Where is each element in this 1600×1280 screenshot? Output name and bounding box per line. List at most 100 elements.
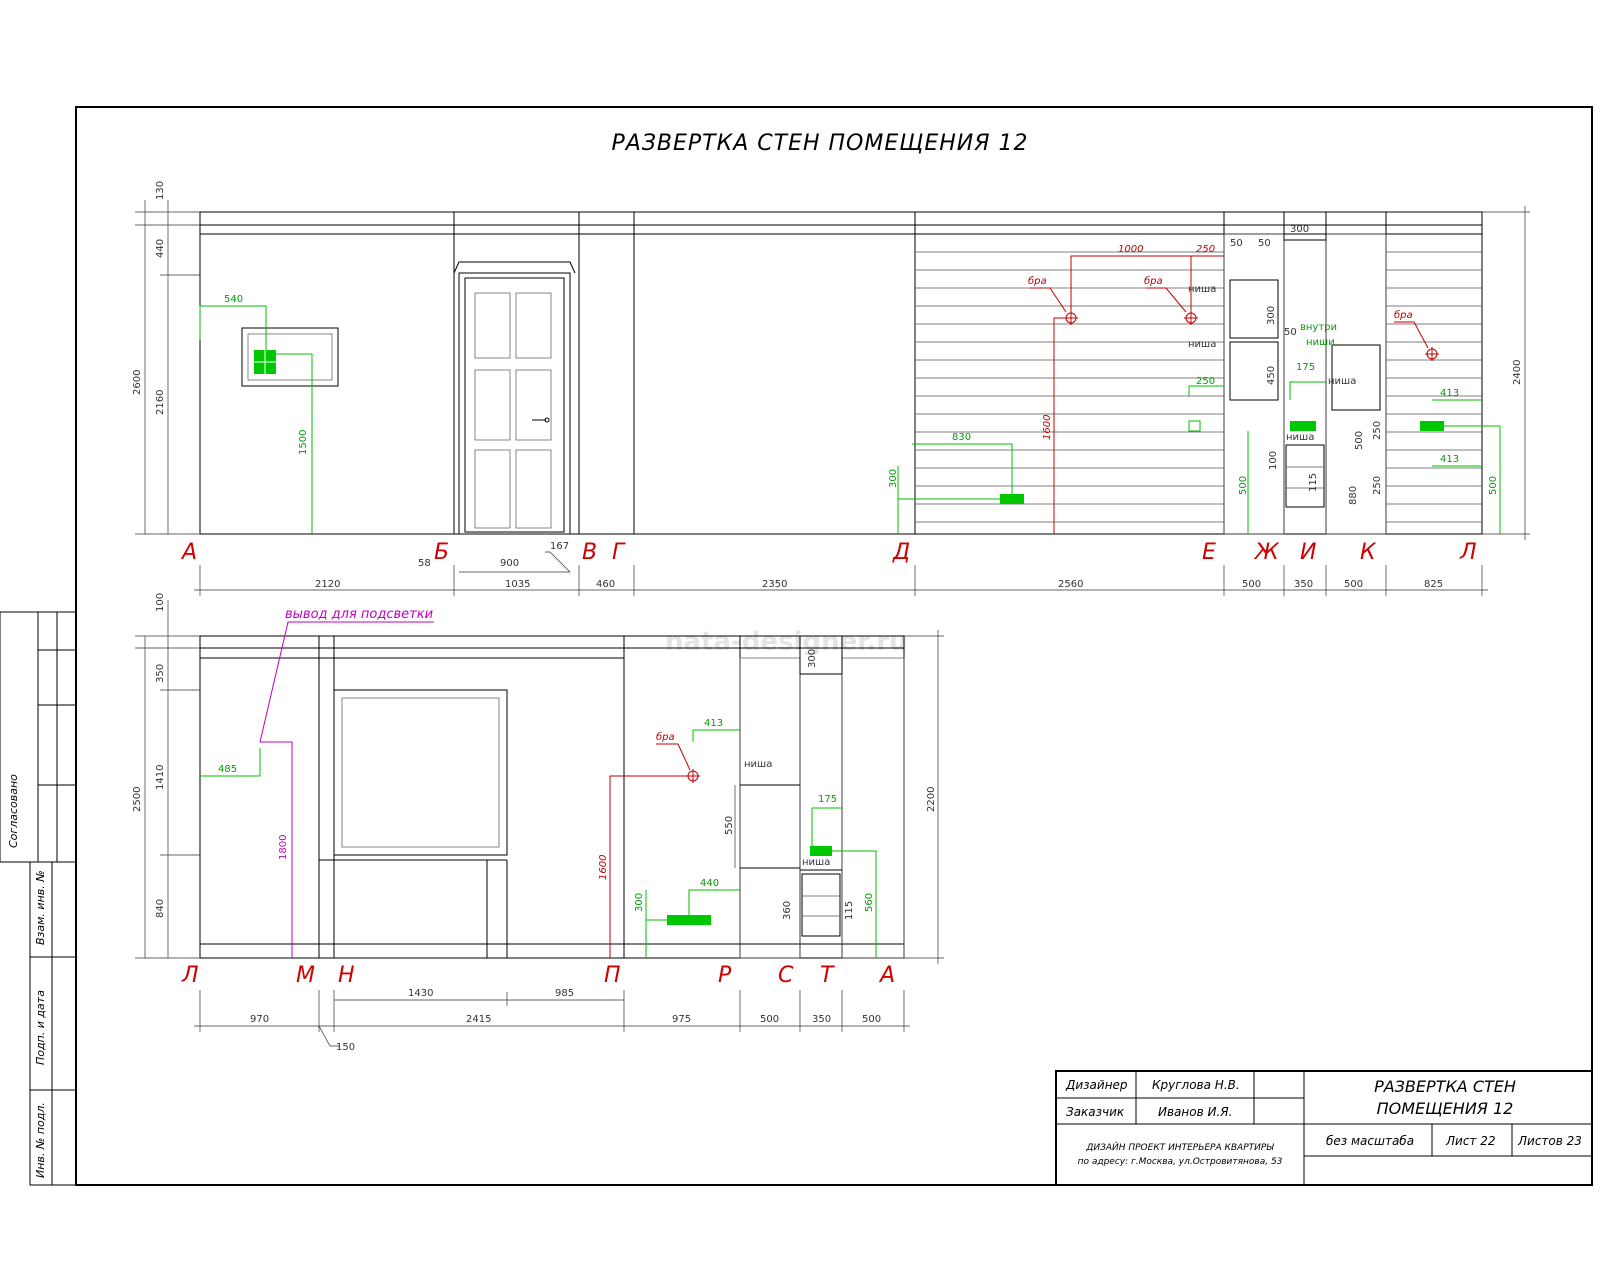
axis-label: М [296, 963, 315, 988]
svg-text:1500: 1500 [298, 430, 309, 455]
lighting-outlet-label: вывод для подсветки [285, 607, 433, 622]
lower-elevation: вывод для подсветки 1800 485 413 175 440… [132, 593, 944, 1053]
axis-label: Е [1202, 540, 1216, 565]
axis-label: Л [181, 963, 199, 988]
svg-text:300: 300 [1266, 306, 1277, 325]
svg-text:2160: 2160 [155, 390, 166, 415]
svg-text:ниши: ниши [1306, 337, 1335, 348]
axis-label: С [778, 963, 794, 988]
svg-text:2120: 2120 [315, 579, 340, 590]
inside-niche-label: внутри [1300, 322, 1337, 333]
svg-text:2600: 2600 [132, 370, 143, 395]
svg-text:175: 175 [818, 794, 837, 805]
stone-column [1325, 233, 1387, 535]
project-line-1: ДИЗАЙН ПРОЕКТ ИНТЕРЬЕРА КВАРТИРЫ [1085, 1141, 1274, 1153]
axis-label: В [582, 540, 597, 565]
svg-text:175: 175 [1296, 362, 1315, 373]
picture-frame [241, 327, 339, 387]
svg-text:150: 150 [336, 1042, 355, 1053]
svg-text:500: 500 [1344, 579, 1363, 590]
svg-text:ниша: ниша [1286, 432, 1314, 443]
svg-text:460: 460 [596, 579, 615, 590]
svg-text:550: 550 [724, 816, 735, 835]
svg-text:500: 500 [1242, 579, 1261, 590]
svg-text:300: 300 [634, 893, 645, 912]
mirror-frame [333, 689, 508, 856]
svg-text:500: 500 [1488, 476, 1499, 495]
svg-text:1430: 1430 [408, 988, 433, 999]
project-line-2: по адресу: г.Москва, ул.Островитянова, 5… [1078, 1157, 1283, 1167]
block-title-1: РАЗВЕРТКА СТЕН [1374, 1077, 1516, 1096]
wall-light-outlets: бра бра бра 1000 250 1600 [1028, 244, 1439, 534]
svg-text:2560: 2560 [1058, 579, 1083, 590]
niche [1229, 341, 1279, 401]
green-dimensions: 540 1500 830 300 250 175 500 413 413 500… [199, 294, 1501, 534]
svg-text:830: 830 [952, 432, 971, 443]
svg-text:ниша: ниша [744, 759, 772, 770]
svg-text:250: 250 [1372, 421, 1383, 440]
scale: без масштаба [1326, 1134, 1414, 1148]
svg-text:300: 300 [888, 469, 899, 488]
svg-text:1800: 1800 [278, 835, 289, 860]
axis-label: Д [892, 540, 910, 565]
axis-label: А [180, 540, 197, 565]
svg-text:50: 50 [1258, 238, 1271, 249]
svg-text:115: 115 [1308, 473, 1319, 492]
svg-text:167: 167 [550, 541, 569, 552]
svg-text:50: 50 [1230, 238, 1243, 249]
svg-text:250: 250 [1196, 376, 1215, 387]
designer-role: Дизайнер [1065, 1078, 1128, 1092]
svg-text:2400: 2400 [1512, 360, 1523, 385]
svg-text:500: 500 [862, 1014, 881, 1025]
svg-text:485: 485 [218, 764, 237, 775]
svg-text:58: 58 [418, 558, 431, 569]
svg-text:1600: 1600 [1042, 415, 1053, 440]
svg-text:440: 440 [700, 878, 719, 889]
svg-text:250: 250 [1372, 476, 1383, 495]
client-name: Иванов И.Я. [1158, 1105, 1232, 1119]
svg-text:840: 840 [155, 899, 166, 918]
svg-text:2350: 2350 [762, 579, 787, 590]
svg-text:1035: 1035 [505, 579, 530, 590]
svg-text:100: 100 [1268, 451, 1279, 470]
axis-label: К [1360, 540, 1377, 565]
svg-text:ниша: ниша [802, 857, 830, 868]
sheet-count: Листов 23 [1517, 1134, 1582, 1148]
green-dimensions: 485 413 175 440 300 560 [200, 718, 877, 958]
svg-text:ниша: ниша [1328, 376, 1356, 387]
stone-column [739, 657, 801, 959]
svg-text:560: 560 [864, 893, 875, 912]
svg-text:413: 413 [704, 718, 723, 729]
axis-label: Б [434, 540, 449, 565]
svg-text:2415: 2415 [466, 1014, 491, 1025]
svg-text:бра: бра [1394, 309, 1413, 321]
niche [1229, 279, 1279, 339]
svg-text:540: 540 [224, 294, 243, 305]
axis-label: Л [1459, 540, 1477, 565]
client-role: Заказчик [1066, 1105, 1125, 1119]
svg-text:500: 500 [1238, 476, 1249, 495]
svg-text:250: 250 [1196, 244, 1215, 255]
svg-text:ниша: ниша [1188, 339, 1216, 350]
svg-text:975: 975 [672, 1014, 691, 1025]
axis-label: Т [820, 963, 835, 988]
shelf-unit [801, 873, 841, 937]
svg-text:130: 130 [155, 181, 166, 200]
svg-text:300: 300 [807, 649, 818, 668]
svg-text:360: 360 [782, 901, 793, 920]
axis-label: Р [718, 963, 732, 988]
svg-text:500: 500 [760, 1014, 779, 1025]
svg-text:50: 50 [1284, 327, 1297, 338]
svg-text:2500: 2500 [132, 787, 143, 812]
svg-text:413: 413 [1440, 454, 1459, 465]
svg-text:300: 300 [1290, 224, 1309, 235]
sheet-title: РАЗВЕРТКА СТЕН ПОМЕЩЕНИЯ 12 [612, 131, 1029, 156]
svg-text:880: 880 [1348, 486, 1359, 505]
svg-text:350: 350 [812, 1014, 831, 1025]
svg-text:825: 825 [1424, 579, 1443, 590]
side-stamp: Согласовано Взам. инв. № Подп. и дата Ин… [0, 611, 77, 1186]
svg-text:ниша: ниша [1188, 284, 1216, 295]
stamp-replaces: Взам. инв. № [34, 870, 47, 945]
axis-label: Г [612, 540, 626, 565]
